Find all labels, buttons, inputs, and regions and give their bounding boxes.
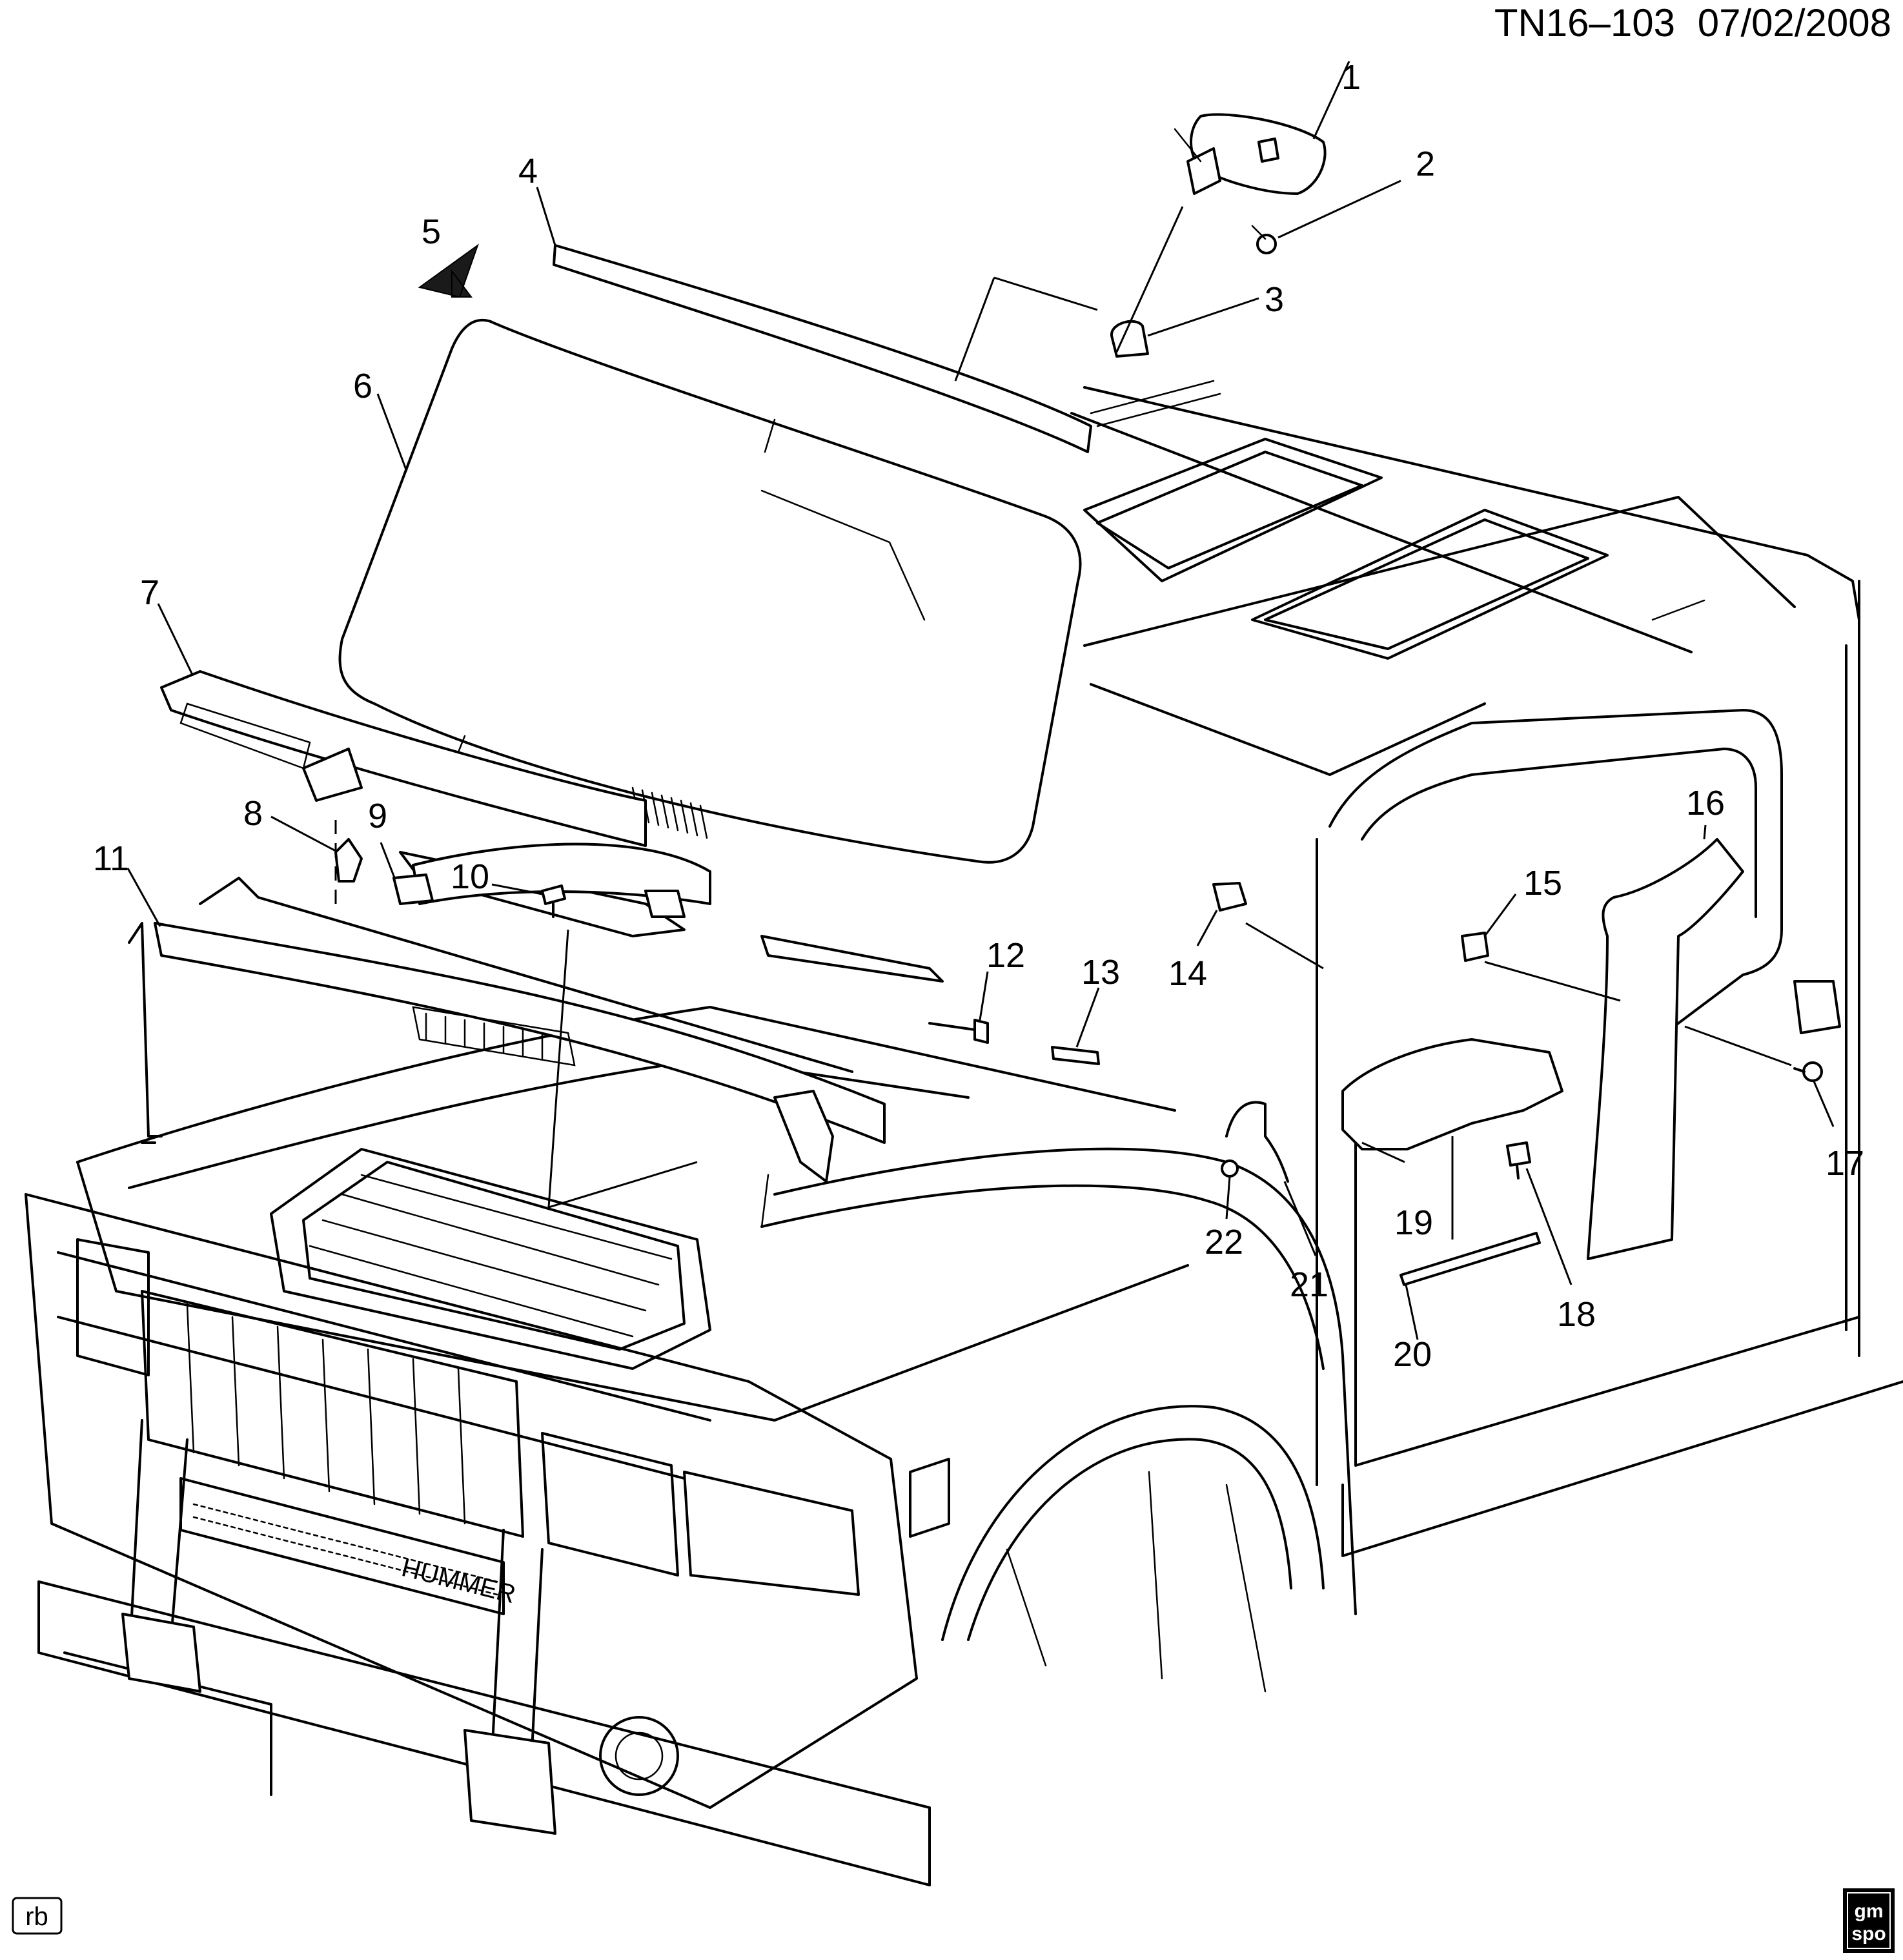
callout-15: 15 [1523, 864, 1562, 903]
callout-16: 16 [1686, 784, 1725, 822]
part-9-clip [392, 873, 434, 905]
part-15-clip [1461, 932, 1489, 962]
callout-17: 17 [1826, 1144, 1864, 1183]
callout-21: 21 [1290, 1265, 1328, 1304]
cowl-vent-panel-right [412, 842, 944, 983]
callout-18: 18 [1557, 1295, 1596, 1334]
part-5-view-arrow [418, 243, 479, 298]
part-21-hose [1225, 1101, 1289, 1183]
part-17-screw [1793, 1061, 1823, 1082]
callout-5: 5 [422, 212, 441, 251]
callout-12: 12 [986, 936, 1025, 975]
part-12-bolt [928, 1019, 989, 1044]
callout-11: 11 [93, 839, 129, 878]
part-10-retainer [541, 884, 566, 918]
gmspo-logo: gm spo [1843, 1888, 1895, 1953]
callout-4: 4 [518, 152, 538, 190]
callout-7: 7 [140, 573, 159, 612]
callout-13: 13 [1081, 953, 1120, 992]
part-6-windshield [338, 318, 1082, 864]
vehicle-side-body [1316, 580, 1903, 1557]
part-22-grommet [1221, 1159, 1239, 1178]
part-11-cowl-panel [128, 877, 886, 1228]
vehicle-front-end: HUMMER [25, 1006, 1357, 1886]
vehicle-roof [1070, 380, 1860, 776]
part-18-retainer [1506, 1141, 1531, 1179]
callout-2: 2 [1416, 145, 1435, 183]
callout-19: 19 [1394, 1203, 1433, 1242]
document-date: 07/02/2008 [1698, 1, 1891, 45]
author-box: rb [12, 1897, 63, 1935]
document-header: TN16–103 07/02/2008 [1494, 1, 1891, 45]
part-14-clip [1212, 882, 1247, 912]
callout-9: 9 [368, 797, 387, 835]
part-1-inside-mirror [1174, 113, 1327, 195]
callout-labels: 1 2 3 4 5 6 7 8 9 10 11 12 13 14 15 16 1… [93, 58, 1864, 1374]
callout-10: 10 [451, 857, 489, 896]
callout-8: 8 [243, 794, 263, 833]
callout-22: 22 [1205, 1223, 1243, 1261]
callout-3: 3 [1265, 280, 1284, 319]
callout-6: 6 [353, 367, 372, 405]
callout-14: 14 [1168, 954, 1207, 993]
part-8-clip [334, 838, 363, 883]
logo-line2: spo [1851, 1923, 1886, 1945]
part-16-pillar-molding [1587, 838, 1744, 1260]
leader-lines [127, 61, 1835, 1340]
part-20-seal-strip [1399, 1232, 1541, 1286]
part-2-screw [1251, 225, 1277, 254]
callout-20: 20 [1393, 1335, 1432, 1374]
logo-line1: gm [1855, 1901, 1884, 1922]
part-19-air-inlet-panel [1341, 1038, 1563, 1150]
author-initials: rb [25, 1903, 48, 1931]
part-4-windshield-upper-molding [553, 244, 1092, 453]
document-id: TN16–103 [1494, 1, 1675, 45]
callout-1: 1 [1341, 58, 1361, 97]
part-13-seal [1051, 1046, 1100, 1065]
